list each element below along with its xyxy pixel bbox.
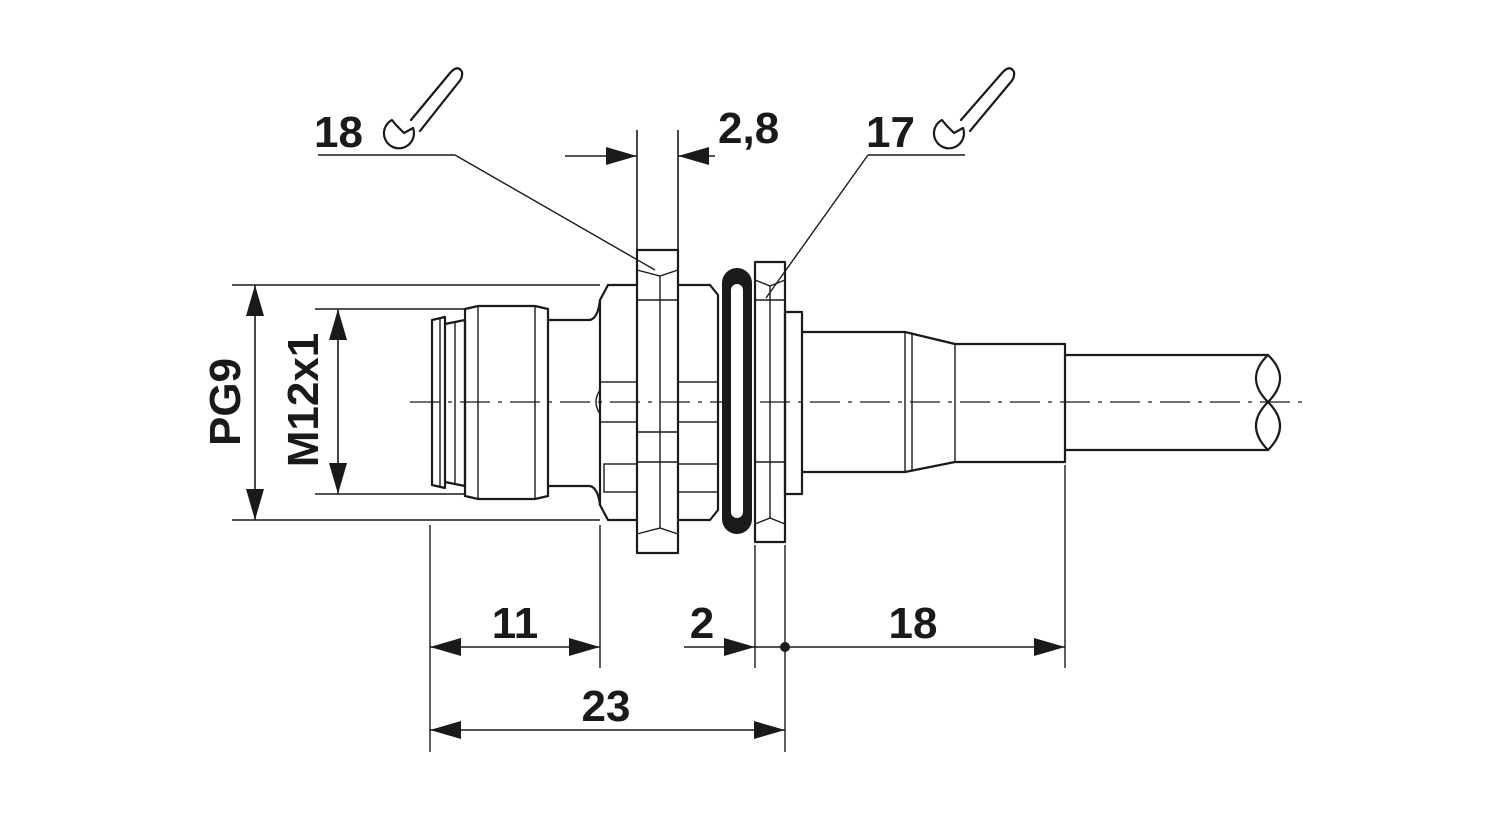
m12-label: M12x1 [279, 333, 328, 468]
bottom-extension-lines [429, 465, 1066, 752]
dimension-nut-width [565, 130, 715, 250]
threaded-body [676, 283, 720, 522]
pg9-label: PG9 [201, 358, 250, 446]
dim-11-label: 11 [492, 599, 539, 648]
wrench-size-right-label: 17 [866, 108, 915, 157]
dimension-pg9 [232, 284, 600, 521]
dimension-23 [430, 721, 785, 739]
cable-sleeve [783, 310, 1067, 496]
dim-18-label: 18 [889, 599, 938, 648]
connector-body [430, 283, 639, 522]
dimension-18 [785, 638, 1065, 656]
wrench-icon [932, 67, 1016, 150]
hex-nut-right [753, 260, 787, 544]
wrench-callout-left [318, 154, 656, 271]
cable [1063, 353, 1282, 452]
o-ring-seal [722, 268, 752, 534]
dimension-m12 [315, 308, 465, 495]
wrench-icon [382, 67, 464, 150]
nut-width-label: 2,8 [718, 104, 779, 153]
hex-nut-left [635, 248, 680, 555]
dimension-11 [430, 638, 600, 656]
wrench-size-left-label: 18 [314, 108, 363, 157]
wrench-callout-right [765, 154, 965, 299]
dim-2-label: 2 [690, 599, 714, 648]
dim-23-label: 23 [582, 682, 631, 731]
